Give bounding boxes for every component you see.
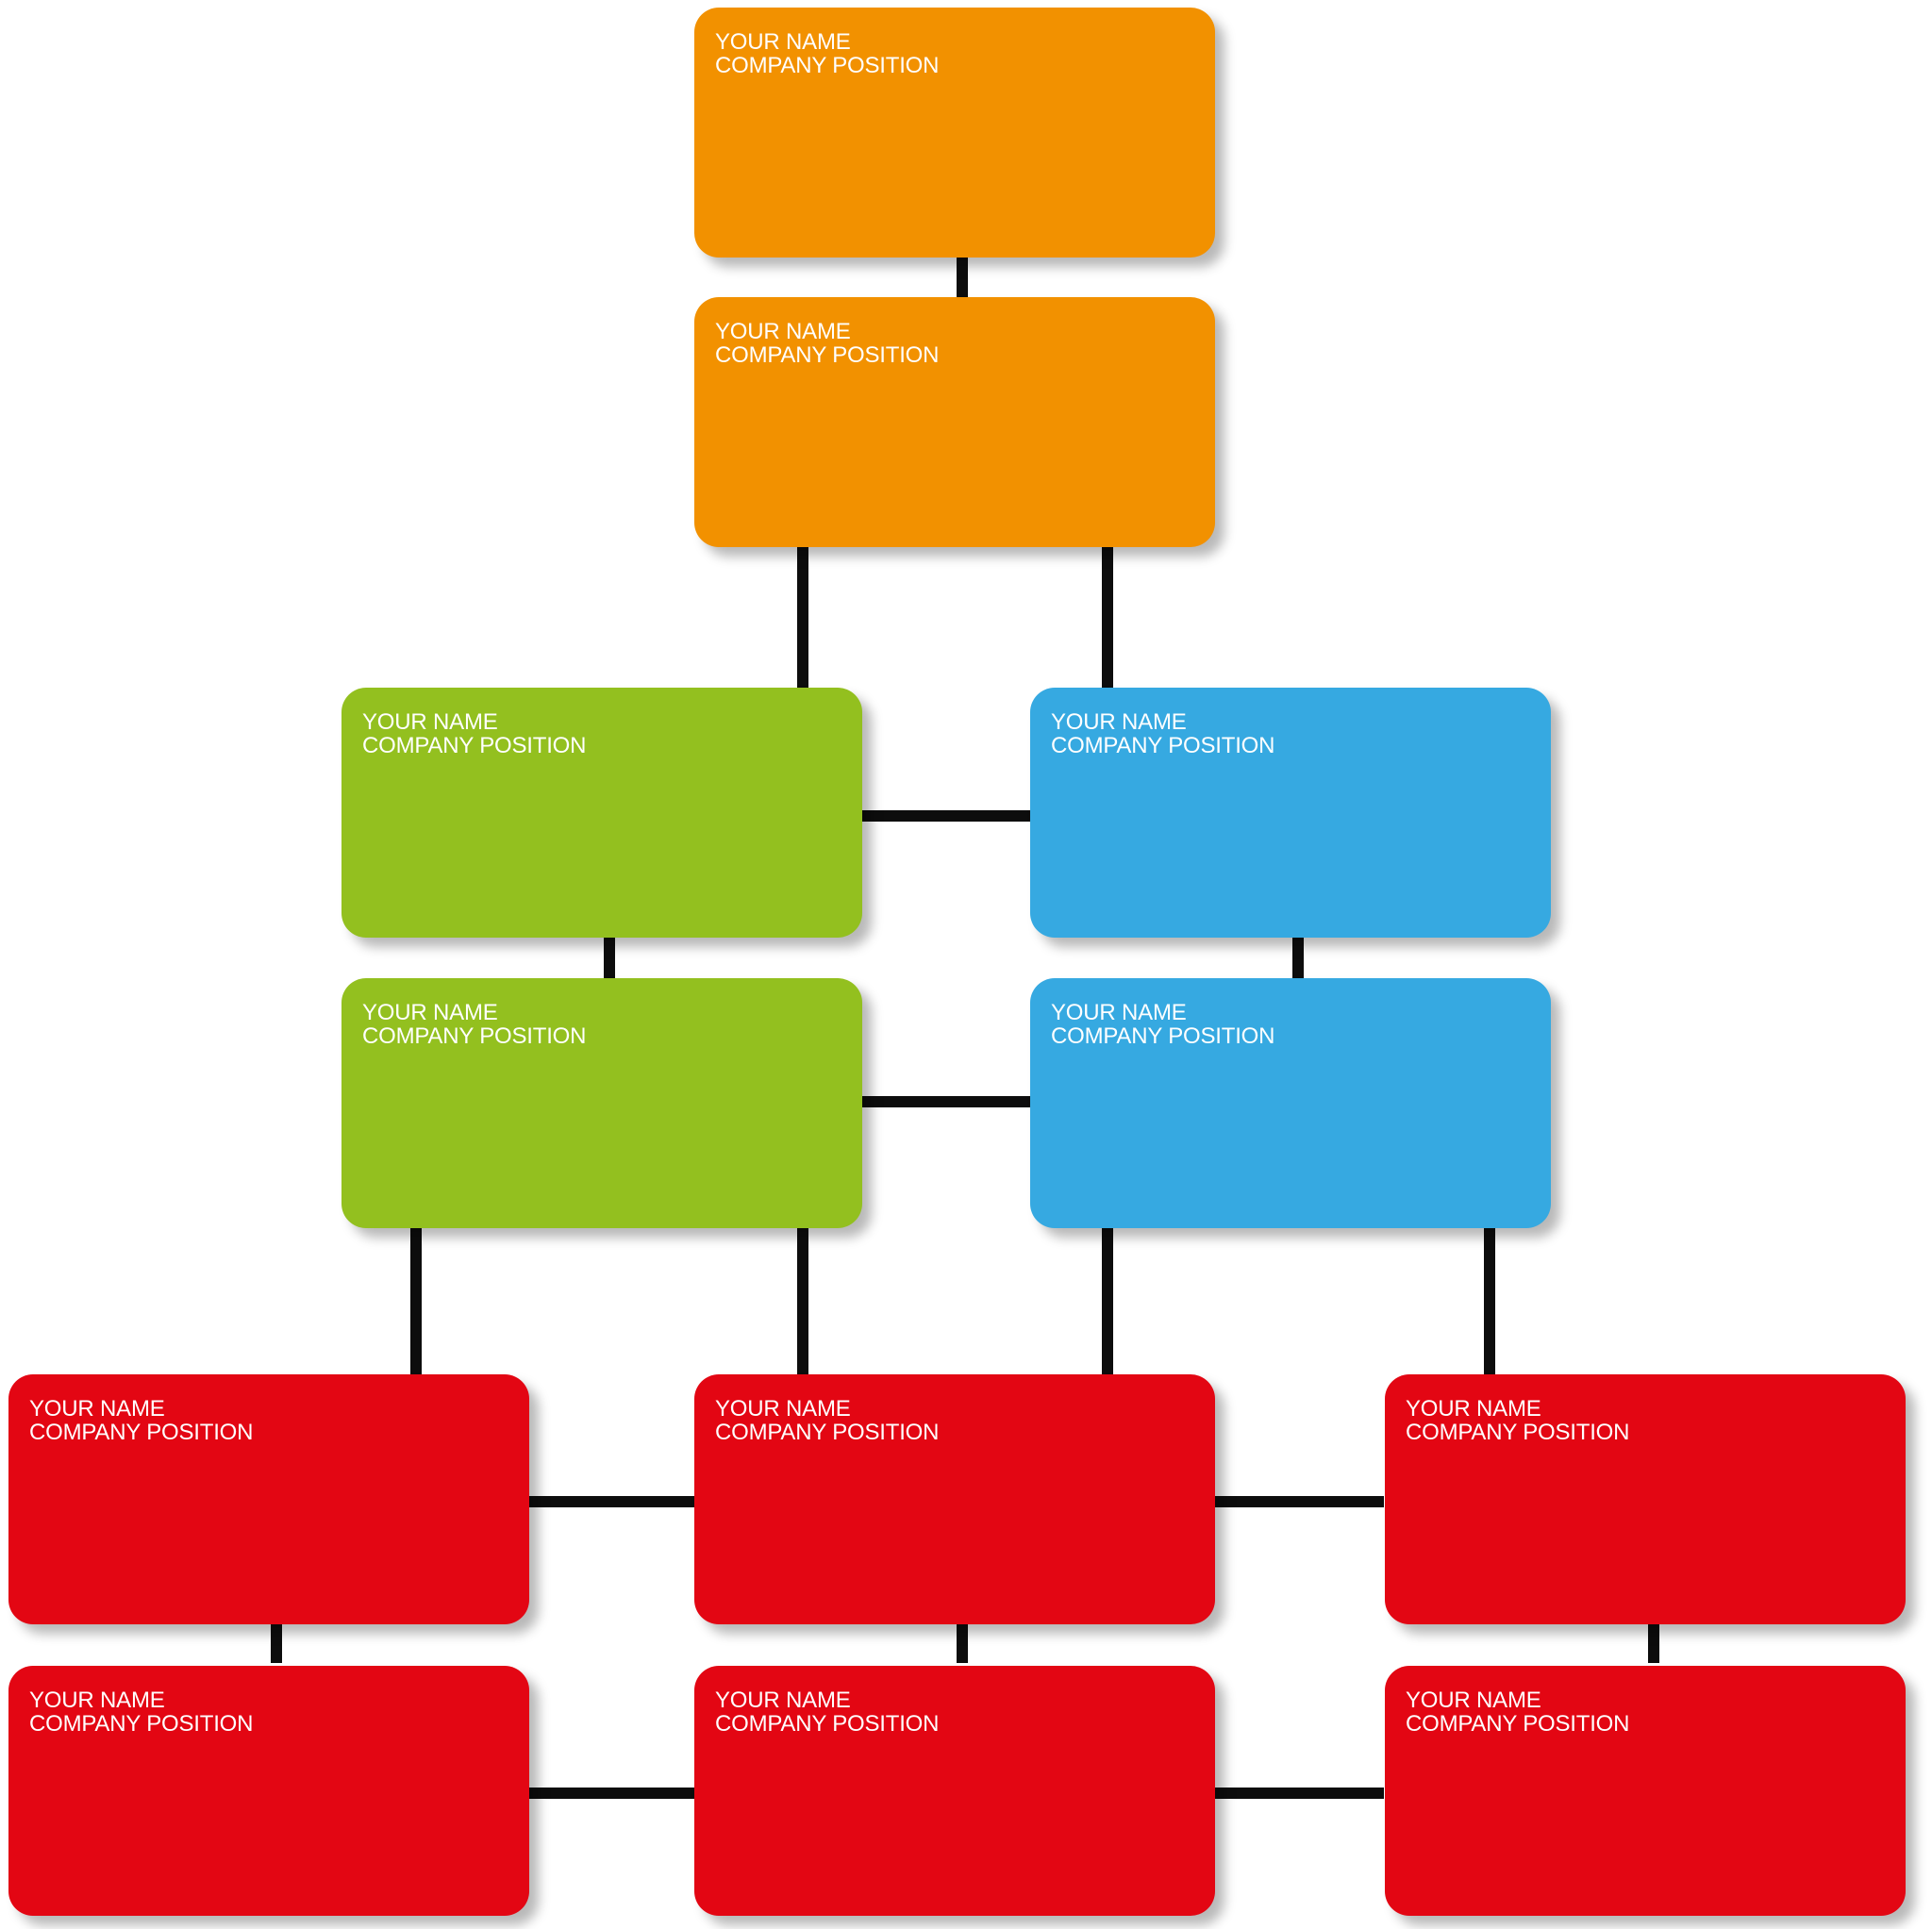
box-position: COMPANY POSITION: [715, 1711, 940, 1737]
connector-red-upper-center-to-red-lower-center: [957, 1620, 968, 1663]
connector-red-upper-left-to-red-lower-left: [271, 1620, 282, 1663]
connector-red-lower-center-to-red-lower-right: [1210, 1788, 1384, 1799]
connector-orange-second-to-blue-upper: [1102, 545, 1113, 689]
box-position: COMPANY POSITION: [715, 1420, 940, 1445]
box-text: YOUR NAME COMPANY POSITION: [715, 320, 1196, 367]
box-red-lower-center: YOUR NAME COMPANY POSITION: [694, 1666, 1215, 1916]
box-position: COMPANY POSITION: [715, 53, 940, 78]
connector-green-upper-to-green-lower: [604, 934, 615, 979]
box-text: YOUR NAME COMPANY POSITION: [1406, 1397, 1887, 1444]
box-text: YOUR NAME COMPANY POSITION: [362, 1001, 843, 1048]
box-name: YOUR NAME: [715, 29, 851, 55]
connector-green-lower-to-red-upper-center: [797, 1224, 808, 1375]
box-text: YOUR NAME COMPANY POSITION: [362, 710, 843, 757]
box-red-upper-center: YOUR NAME COMPANY POSITION: [694, 1374, 1215, 1624]
box-name: YOUR NAME: [715, 1688, 851, 1713]
connector-green-lower-to-blue-lower: [858, 1096, 1032, 1107]
box-position: COMPANY POSITION: [1051, 733, 1275, 758]
box-blue-lower: YOUR NAME COMPANY POSITION: [1030, 978, 1551, 1228]
box-orange-top: YOUR NAME COMPANY POSITION: [694, 8, 1215, 258]
box-blue-upper: YOUR NAME COMPANY POSITION: [1030, 688, 1551, 938]
box-orange-second: YOUR NAME COMPANY POSITION: [694, 297, 1215, 547]
box-name: YOUR NAME: [362, 1000, 498, 1025]
box-text: YOUR NAME COMPANY POSITION: [1051, 710, 1532, 757]
box-text: YOUR NAME COMPANY POSITION: [29, 1397, 510, 1444]
connector-blue-lower-to-red-upper-center: [1102, 1224, 1113, 1375]
connector-blue-lower-to-red-upper-right: [1484, 1224, 1495, 1375]
box-name: YOUR NAME: [715, 319, 851, 344]
box-name: YOUR NAME: [1406, 1396, 1541, 1422]
box-name: YOUR NAME: [1051, 1000, 1187, 1025]
box-name: YOUR NAME: [29, 1688, 165, 1713]
box-position: COMPANY POSITION: [1406, 1420, 1630, 1445]
box-green-lower: YOUR NAME COMPANY POSITION: [341, 978, 862, 1228]
box-red-lower-left: YOUR NAME COMPANY POSITION: [8, 1666, 529, 1916]
box-position: COMPANY POSITION: [362, 733, 587, 758]
connector-orange-top-to-orange-second: [957, 255, 968, 298]
box-position: COMPANY POSITION: [362, 1023, 587, 1049]
box-text: YOUR NAME COMPANY POSITION: [715, 1688, 1196, 1736]
box-name: YOUR NAME: [1051, 709, 1187, 735]
box-text: YOUR NAME COMPANY POSITION: [715, 30, 1196, 77]
box-position: COMPANY POSITION: [715, 342, 940, 368]
connector-green-upper-to-blue-upper: [858, 810, 1032, 822]
connector-red-upper-left-to-red-upper-center: [525, 1496, 698, 1507]
box-position: COMPANY POSITION: [1051, 1023, 1275, 1049]
box-position: COMPANY POSITION: [29, 1711, 254, 1737]
connector-blue-upper-to-blue-lower: [1292, 934, 1304, 979]
box-red-upper-right: YOUR NAME COMPANY POSITION: [1385, 1374, 1906, 1624]
box-green-upper: YOUR NAME COMPANY POSITION: [341, 688, 862, 938]
box-name: YOUR NAME: [715, 1396, 851, 1422]
box-text: YOUR NAME COMPANY POSITION: [1406, 1688, 1887, 1736]
box-red-upper-left: YOUR NAME COMPANY POSITION: [8, 1374, 529, 1624]
box-text: YOUR NAME COMPANY POSITION: [1051, 1001, 1532, 1048]
connector-orange-second-to-green-upper: [797, 545, 808, 689]
box-name: YOUR NAME: [362, 709, 498, 735]
box-red-lower-right: YOUR NAME COMPANY POSITION: [1385, 1666, 1906, 1916]
box-text: YOUR NAME COMPANY POSITION: [29, 1688, 510, 1736]
box-text: YOUR NAME COMPANY POSITION: [715, 1397, 1196, 1444]
box-position: COMPANY POSITION: [1406, 1711, 1630, 1737]
connector-red-upper-right-to-red-lower-right: [1648, 1620, 1659, 1663]
box-name: YOUR NAME: [1406, 1688, 1541, 1713]
connector-red-upper-center-to-red-upper-right: [1210, 1496, 1384, 1507]
connector-red-lower-left-to-red-lower-center: [525, 1788, 698, 1799]
connector-green-lower-to-red-upper-left: [410, 1224, 422, 1375]
box-position: COMPANY POSITION: [29, 1420, 254, 1445]
box-name: YOUR NAME: [29, 1396, 165, 1422]
